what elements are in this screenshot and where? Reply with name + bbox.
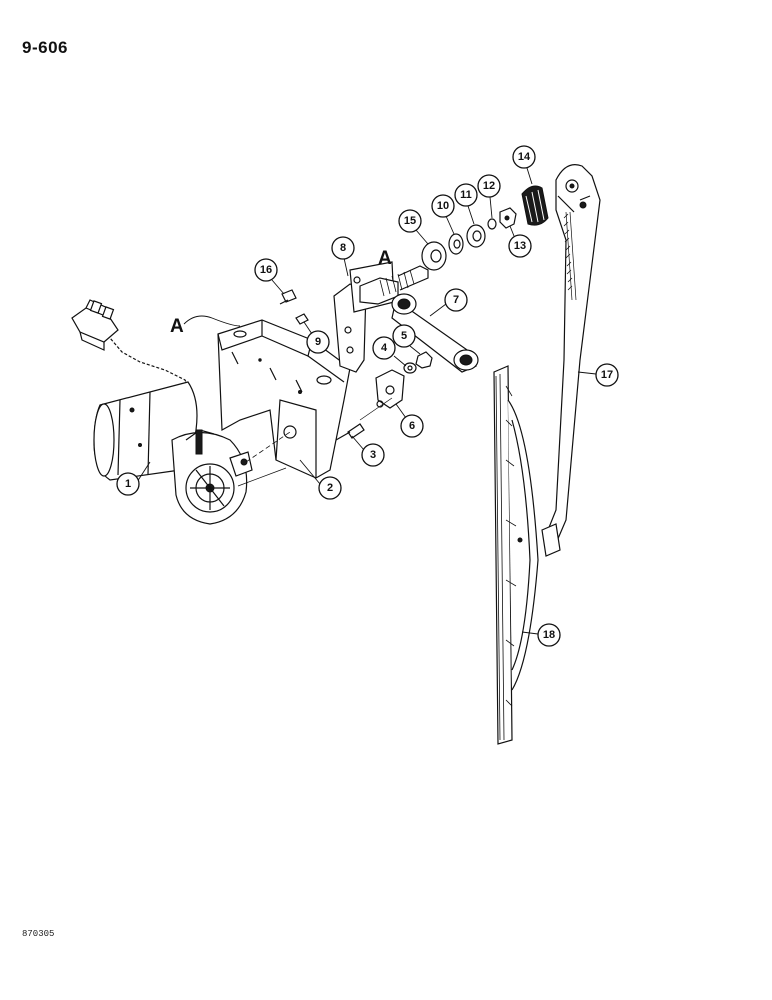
figure-code: 870305	[22, 929, 55, 939]
washer-and-nut	[403, 351, 433, 374]
svg-text:18: 18	[543, 629, 555, 641]
callout-9: 9	[306, 330, 330, 354]
svg-text:8: 8	[340, 242, 346, 254]
view-label-a-right: A	[378, 248, 392, 269]
svg-text:7: 7	[453, 294, 459, 306]
screws	[279, 289, 365, 441]
svg-text:4: 4	[381, 342, 388, 354]
svg-text:16: 16	[260, 264, 272, 276]
svg-text:6: 6	[409, 420, 415, 432]
pivot-hardware-stack	[421, 185, 549, 271]
svg-text:11: 11	[460, 189, 472, 201]
callout-6: 6	[400, 414, 424, 438]
callout-16: 16	[254, 258, 278, 282]
svg-text:10: 10	[437, 200, 449, 212]
svg-text:17: 17	[601, 369, 613, 381]
wiper-blade	[493, 365, 539, 745]
svg-text:9: 9	[315, 336, 321, 348]
callout-17: 17	[595, 363, 619, 387]
svg-text:15: 15	[404, 215, 416, 227]
wiper-motor	[93, 381, 253, 525]
view-label-text: A	[378, 248, 392, 269]
assembly-centerlines	[237, 397, 393, 487]
callout-5: 5	[392, 324, 416, 348]
mounting-bracket	[217, 319, 351, 479]
callout-18: 18	[537, 623, 561, 647]
pivot-shaft-assembly	[333, 261, 429, 373]
callout-12: 12	[477, 174, 501, 198]
wiper-arm	[541, 164, 601, 557]
svg-text:5: 5	[401, 330, 407, 342]
callout-14: 14	[512, 145, 536, 169]
drive-link	[391, 293, 479, 373]
callout-7: 7	[444, 288, 468, 312]
callout-10: 10	[431, 194, 455, 218]
callout-15: 15	[398, 209, 422, 233]
view-label-a-left: A	[170, 315, 241, 337]
svg-text:2: 2	[327, 482, 333, 494]
link-bracket	[375, 369, 405, 409]
callout-2: 2	[318, 476, 342, 500]
callouts: 1 2 3 4 5 6	[116, 145, 619, 647]
svg-text:1: 1	[125, 478, 131, 490]
page-number: 9-606	[22, 38, 68, 57]
electrical-connector	[71, 299, 119, 351]
svg-text:14: 14	[518, 151, 531, 163]
svg-text:3: 3	[370, 449, 376, 461]
callout-8: 8	[331, 236, 355, 260]
callout-3: 3	[361, 443, 385, 467]
svg-text:13: 13	[514, 240, 526, 252]
callout-1: 1	[116, 472, 140, 496]
callout-11: 11	[454, 183, 478, 207]
view-label-text: A	[170, 316, 184, 337]
callout-4: 4	[372, 336, 396, 360]
svg-text:12: 12	[483, 180, 495, 192]
callout-13: 13	[508, 234, 532, 258]
